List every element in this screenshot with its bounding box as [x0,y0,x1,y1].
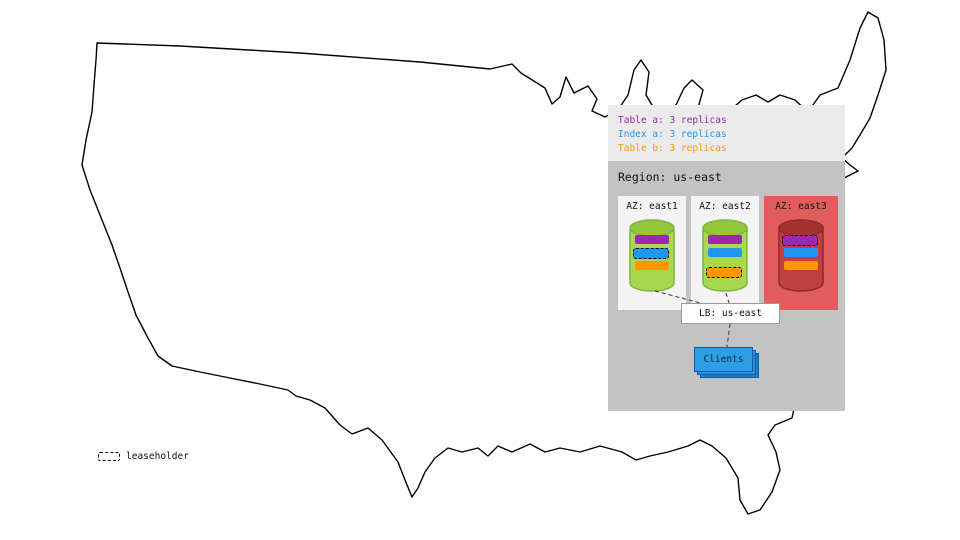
node-cylinder-east1 [629,219,675,295]
leaseholder-legend: leaseholder [98,451,189,462]
replica-bar-index-a [708,248,742,257]
az-label-east3: AZ: east3 [775,201,827,212]
az-box-east2: AZ: east2 [691,196,759,310]
region-title: Region: us-east [618,170,722,184]
replica-legend-panel: Table a: 3 replicas Index a: 3 replicas … [608,105,845,161]
az-box-east1: AZ: east1 [618,196,686,310]
lb-label: LB: us-east [699,308,762,319]
node-cylinder-east3-failed [778,219,824,295]
replica-bar-table-a [635,235,669,244]
az-label-east1: AZ: east1 [626,201,678,212]
replica-bar-index-a [784,248,818,257]
legend-item-table-a: Table a: 3 replicas [618,115,727,126]
database-cylinder-icon [702,219,748,292]
leaseholder-swatch-icon [98,452,120,461]
az-label-east2: AZ: east2 [699,201,751,212]
replica-bar-table-b [784,261,818,270]
replica-bar-table-b [635,261,669,270]
replica-bar-table-b-leaseholder [706,267,742,278]
legend-item-table-b: Table b: 3 replicas [618,143,727,154]
leaseholder-label: leaseholder [126,451,189,462]
legend-item-index-a: Index a: 3 replicas [618,129,727,140]
database-cylinder-failed-icon [778,219,824,292]
replica-bar-index-a-leaseholder [633,248,669,259]
clients-box: Clients [694,347,753,372]
lb-box: LB: us-east [681,303,780,324]
region-panel: Region: us-east AZ: east1 AZ: east2 [608,161,845,411]
node-cylinder-east2 [702,219,748,295]
az-box-east3-failed: AZ: east3 [764,196,838,310]
clients-label: Clients [703,354,744,365]
replica-bar-table-a [708,235,742,244]
clients-stack: Clients [694,347,759,378]
replica-bar-table-a-leaseholder [782,235,818,246]
